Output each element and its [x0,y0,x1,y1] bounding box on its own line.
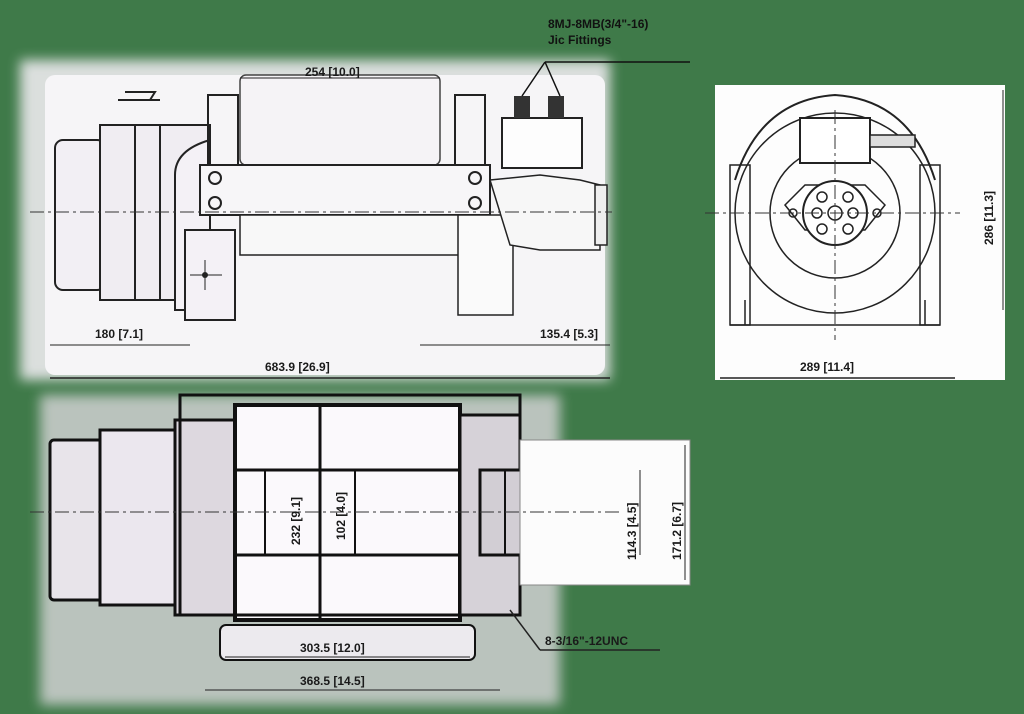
jic-fitting-2 [548,96,564,118]
valve-block [501,117,583,169]
dim-flange-inner: 114.3 [4.5] [625,503,639,560]
side-view [20,60,690,380]
fitting-callout-line1: 8MJ-8MB(3/4"-16) [548,17,648,31]
dim-flange-outer: 171.2 [6.7] [670,502,684,560]
bolt-callout: 8-3/16"-12UNC [545,634,628,648]
dim-base-inner-width: 303.5 [12.0] [300,641,365,655]
dim-drum-height: 102 [4.0] [334,492,348,540]
breather-cap [118,91,160,101]
dim-top-width: 254 [10.0] [305,65,360,79]
drum-frame [233,403,462,622]
brake-housing [54,139,106,291]
top-view [30,393,691,705]
drum [239,74,441,166]
end-view [705,85,1005,380]
dim-base-outer-width: 368.5 [14.5] [300,674,365,688]
jic-fitting-1 [514,96,530,118]
tie-bar [199,164,491,216]
dim-end-width: 289 [11.4] [800,360,854,374]
dim-right-offset: 135.4 [5.3] [540,327,598,341]
dim-end-height: 286 [11.3] [982,191,996,245]
dim-overall-length: 683.9 [26.9] [265,360,330,374]
dim-top-inner-height: 232 [9.1] [289,497,303,545]
fitting-callout-line2: Jic Fittings [548,33,612,47]
dim-left-offset: 180 [7.1] [95,327,143,341]
